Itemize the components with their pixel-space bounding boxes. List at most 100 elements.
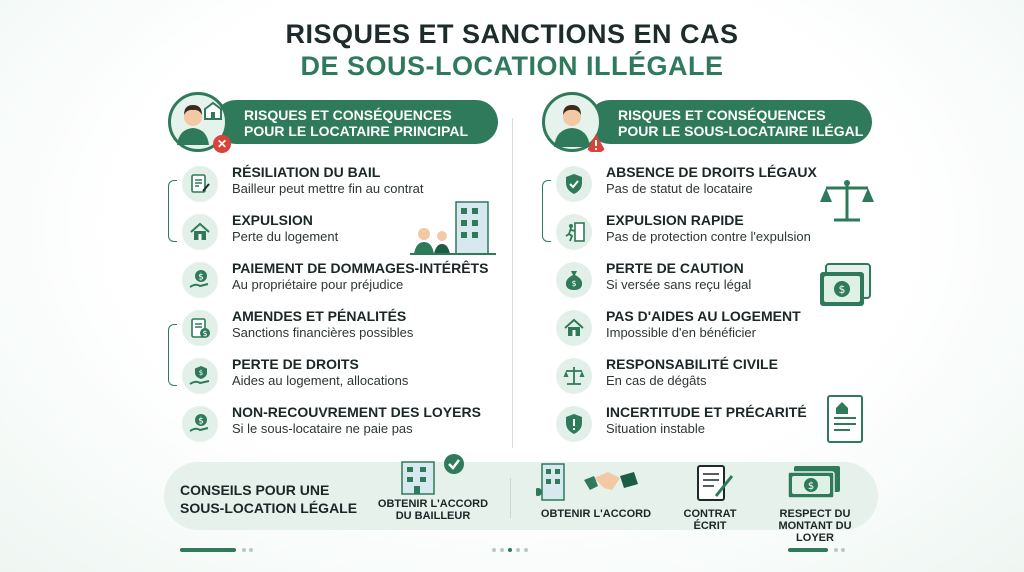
item-title: Amendes et pénalités [232, 308, 407, 324]
landlord-building-check-icon [401, 454, 464, 495]
item-desc: Aides au logement, allocations [232, 373, 409, 388]
left-header: RISQUES ET CONSÉQUENCES POUR LE LOCATAIR… [168, 92, 528, 156]
item-title: Expulsion [232, 212, 313, 228]
house-icon [556, 310, 592, 346]
list-item: $ Perte de cautionSi versée sans reçu lé… [542, 260, 902, 308]
tip-item: RESPECT DU MONTANT DU LOYER [760, 508, 870, 544]
warning-icon [586, 134, 606, 152]
page-indicator-dot [516, 548, 520, 552]
page-title: RISQUES ET SANCTIONS EN CAS DE SOUS-LOCA… [0, 18, 1024, 82]
right-column: RISQUES ET CONSÉQUENCES POUR LE SOUS-LOC… [542, 92, 902, 452]
item-title: Responsabilité civile [606, 356, 778, 372]
tips-panel [164, 462, 878, 530]
handshake-building-icon [536, 463, 638, 501]
page-indicator-dot [500, 548, 504, 552]
cross-badge-icon: ✕ [213, 135, 231, 153]
item-desc: En cas de dégâts [606, 373, 707, 388]
left-header-pill: RISQUES ET CONSÉQUENCES POUR LE LOCATAIR… [214, 100, 498, 144]
page-indicator-dot-active [508, 548, 512, 552]
item-desc: Sanctions financières possibles [232, 325, 414, 340]
item-desc: Impossible d'en bénéficier [606, 325, 756, 340]
item-desc: Au propriétaire pour préjudice [232, 277, 404, 292]
list-item: $ Amendes et pénalitésSanctions financiè… [168, 308, 528, 356]
tip-line-1: OBTENIR L'ACCORD [540, 508, 652, 520]
eviction-building-icon [410, 201, 496, 255]
page-indicator-dot [524, 548, 528, 552]
title-line-1: RISQUES ET SANCTIONS EN CAS [285, 19, 739, 49]
list-item: $ Paiement de dommages-intérêtsAu propri… [168, 260, 528, 308]
left-header-line-1: RISQUES ET CONSÉQUENCES [244, 107, 452, 123]
tip-line-1: OBTENIR L'ACCORD [377, 498, 489, 510]
written-contract-icon [697, 465, 734, 501]
tip-item: CONTRAT ÉCRIT [670, 508, 750, 532]
item-title: Incertitude et précarité [606, 404, 807, 420]
list-item: Expulsion rapidePas de protection contre… [542, 212, 902, 260]
item-title: Résiliation du bail [232, 164, 381, 180]
running-exit-icon [556, 214, 592, 250]
list-item: $ Perte de droitsAides au logement, allo… [168, 356, 528, 404]
hand-coin-icon: $ [182, 406, 218, 442]
item-title: Pas d'aides au logement [606, 308, 801, 324]
list-item: $ Non-recouvrement des loyersSi le sous-… [168, 404, 528, 452]
banknote-icon: $ [820, 263, 871, 306]
tip-line-1: RESPECT DU [779, 508, 851, 520]
hand-coin-icon: $ [182, 262, 218, 298]
svg-text:$: $ [199, 369, 203, 377]
right-items: Absence de droits légauxPas de statut de… [542, 164, 902, 452]
page-indicator-dot [841, 548, 845, 552]
right-header-line-2: POUR LE SOUS-LOCATAIRE ILÉGAL [618, 123, 864, 139]
tips-title-line-2: SOUS-LOCATION LÉGALE [180, 500, 358, 516]
svg-text:$: $ [202, 329, 207, 338]
list-item: Absence de droits légauxPas de statut de… [542, 164, 902, 212]
left-bracket-2 [168, 324, 177, 386]
shield-alert-icon [556, 406, 592, 442]
justice-scales-icon [820, 180, 874, 222]
tip-line-2: MONTANT DU LOYER [778, 520, 852, 544]
rent-money-icon: $ [787, 466, 840, 499]
item-title: Expulsion rapide [606, 212, 744, 228]
person-icon [554, 105, 590, 147]
page-indicator-bar [180, 548, 236, 552]
hand-shield-icon: $ [182, 358, 218, 394]
tip-line-1: CONTRAT [683, 508, 737, 520]
house-icon [182, 214, 218, 250]
item-title: Paiement de dommages-intérêts [232, 260, 489, 276]
right-header-line-1: RISQUES ET CONSÉQUENCES [618, 107, 826, 123]
item-title: Perte de caution [606, 260, 744, 276]
tip-item: OBTENIR L'ACCORD DU BAILLEUR [376, 498, 490, 522]
tips-title-line-1: CONSEILS POUR UNE [180, 482, 330, 498]
item-desc: Pas de protection contre l'expulsion [606, 229, 811, 244]
tip-item: OBTENIR L'ACCORD [536, 508, 656, 520]
left-bracket-1 [168, 180, 177, 242]
item-desc: Si versée sans reçu légal [606, 277, 752, 292]
svg-text:$: $ [571, 279, 576, 288]
svg-text:$: $ [198, 417, 204, 427]
clipboard-coin-icon: $ [182, 310, 218, 346]
list-item: ExpulsionPerte du logement [168, 212, 528, 260]
shield-check-icon [556, 166, 592, 202]
scales-icon [556, 358, 592, 394]
left-header-line-2: POUR LE LOCATAIRE PRINCIPAL [244, 123, 468, 139]
svg-text:$: $ [198, 273, 204, 283]
svg-text:$: $ [808, 481, 814, 492]
page-indicator-dot [834, 548, 838, 552]
money-bag-icon: $ [556, 262, 592, 298]
tip-line-2: ÉCRIT [693, 520, 727, 532]
item-desc: Si le sous-locataire ne paie pas [232, 421, 413, 436]
list-item: Pas d'aides au logementImpossible d'en b… [542, 308, 902, 356]
right-header-pill: RISQUES ET CONSÉQUENCES POUR LE SOUS-LOC… [588, 100, 872, 144]
item-desc: Perte du logement [232, 229, 339, 244]
right-bracket-1 [542, 180, 551, 242]
tips-title: CONSEILS POUR UNE SOUS-LOCATION LÉGALE [180, 481, 357, 517]
tip-line-2: DU BAILLEUR [395, 510, 471, 522]
person-icon [177, 101, 222, 145]
page-indicator-dot [249, 548, 253, 552]
tip-divider [510, 478, 511, 518]
list-item: Responsabilité civileEn cas de dégâts [542, 356, 902, 404]
page-indicator-dot [242, 548, 246, 552]
item-desc: Pas de statut de locataire [606, 181, 753, 196]
item-desc: Situation instable [606, 421, 706, 436]
title-line-2: DE SOUS-LOCATION ILLÉGALE [300, 51, 724, 81]
page-indicator-dot [492, 548, 496, 552]
page-indicator-bar [788, 548, 828, 552]
